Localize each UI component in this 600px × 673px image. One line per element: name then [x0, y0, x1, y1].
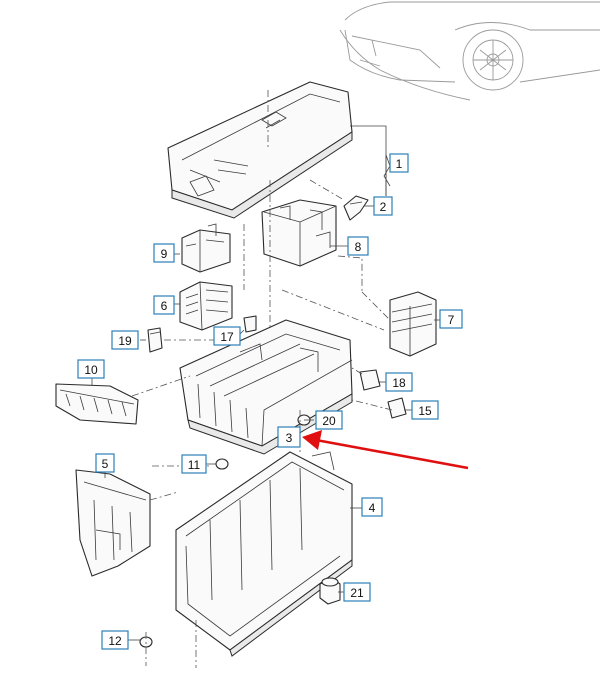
part-10-strip — [55, 383, 139, 425]
part-21-plug — [319, 577, 341, 605]
callout-9: 9 — [153, 243, 175, 263]
callout-label-19: 19 — [118, 334, 132, 348]
part-18-relay — [359, 369, 381, 391]
callout-label-10: 10 — [84, 363, 98, 377]
part-4-lower-housing — [175, 451, 353, 657]
callout-label-11: 11 — [188, 458, 201, 472]
callout-17: 17 — [213, 326, 241, 346]
callout-label-20: 20 — [322, 414, 336, 428]
callout-label-4: 4 — [369, 501, 376, 515]
callout-label-15: 15 — [418, 404, 432, 418]
part-19-fuse — [147, 327, 163, 353]
part-8-holder — [261, 199, 337, 267]
callout-7: 7 — [439, 309, 463, 329]
callout-15: 15 — [411, 400, 439, 420]
callout-18: 18 — [385, 372, 413, 392]
callout-2: 2 — [373, 196, 393, 216]
part-6-fuse-block — [179, 281, 233, 331]
part-7-module — [389, 291, 437, 357]
callout-3: 3 — [277, 426, 301, 448]
callout-label-3: 3 — [286, 431, 293, 445]
callout-1: 1 — [389, 153, 409, 173]
callout-21: 21 — [343, 582, 371, 602]
callout-label-12: 12 — [108, 634, 122, 648]
callout-label-1: 1 — [396, 157, 403, 171]
part-11-nut — [215, 458, 229, 470]
part-1-cover — [167, 81, 353, 219]
callout-19: 19 — [111, 330, 139, 350]
part-9-bracket — [181, 223, 231, 273]
callout-label-17: 17 — [220, 330, 234, 344]
part-3-fuse-carrier — [179, 319, 353, 455]
callout-6: 6 — [153, 295, 175, 315]
callout-20: 20 — [315, 410, 343, 430]
callout-label-8: 8 — [355, 240, 362, 254]
callout-label-9: 9 — [161, 247, 168, 261]
callout-label-6: 6 — [161, 299, 168, 313]
part-15-relay — [387, 397, 407, 419]
callout-5: 5 — [95, 453, 115, 473]
callout-label-2: 2 — [380, 200, 387, 214]
callout-11: 11 — [181, 454, 207, 474]
part-5-bracket — [75, 469, 151, 577]
part-17-fuse — [243, 315, 257, 333]
vehicle-outline — [339, 1, 600, 101]
callout-label-7: 7 — [448, 313, 455, 327]
callout-10: 10 — [77, 359, 105, 379]
callout-label-21: 21 — [350, 586, 364, 600]
callout-8: 8 — [347, 236, 369, 256]
callout-label-18: 18 — [392, 376, 406, 390]
callout-label-5: 5 — [102, 457, 109, 471]
part-2-clip — [343, 195, 369, 221]
callout-4: 4 — [361, 497, 383, 517]
highlight-arrow — [302, 430, 469, 470]
callout-12: 12 — [101, 630, 129, 650]
